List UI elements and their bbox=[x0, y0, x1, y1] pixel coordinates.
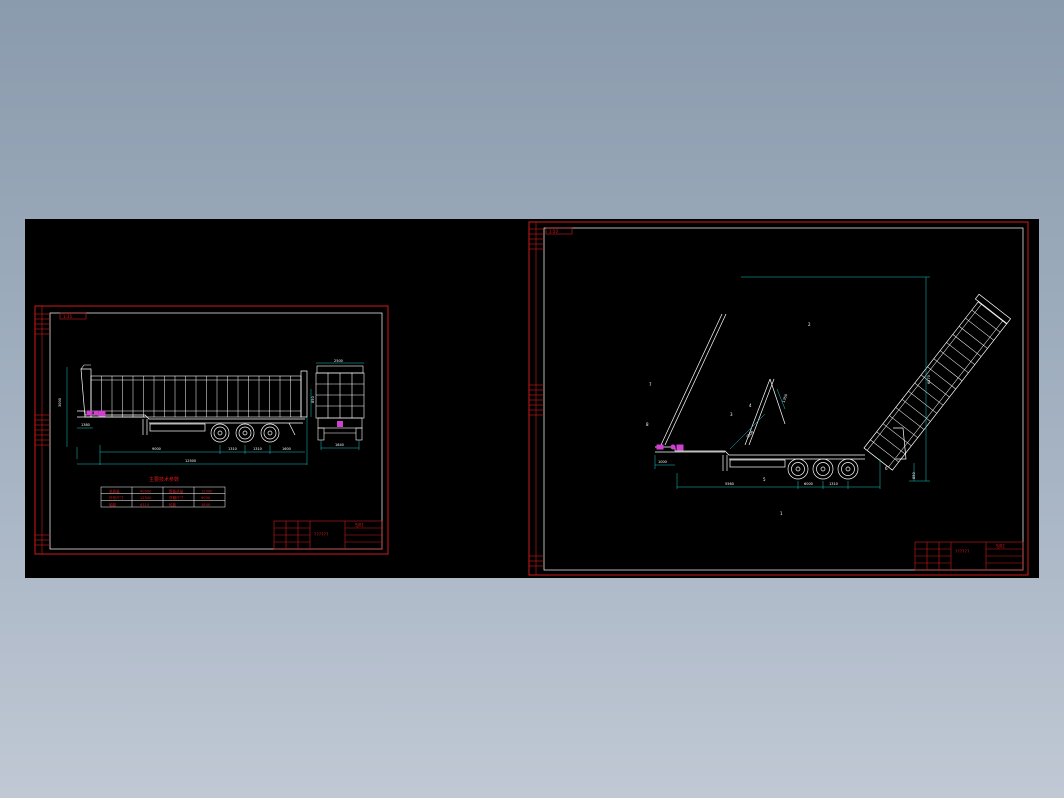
cad-model-space[interactable]: 1:35 bbox=[25, 219, 1039, 578]
table-cell: 外形尺寸 bbox=[109, 495, 124, 500]
table-cell: 整备质量 bbox=[169, 489, 184, 494]
dim-lift-height: 6570 bbox=[927, 375, 931, 384]
sheet-1-binding-strip bbox=[35, 306, 50, 554]
table-cell: 货厢尺寸 bbox=[169, 495, 184, 500]
dump-body-ribs bbox=[90, 376, 302, 417]
table-cell: 12500 bbox=[140, 496, 152, 500]
rear-door bbox=[300, 370, 308, 418]
body-rib bbox=[933, 358, 963, 382]
side-dimension-lines bbox=[66, 367, 312, 465]
dim-rear-height: 850 bbox=[311, 396, 315, 403]
body-rib bbox=[889, 415, 918, 438]
body-rib bbox=[952, 334, 982, 357]
body-rib bbox=[876, 431, 906, 455]
table-cell: 9000 bbox=[201, 496, 211, 500]
rear-hydraulic-mount bbox=[337, 421, 343, 427]
sheet-1-inner-frame bbox=[49, 312, 383, 550]
dim-rear-clearance: 850 bbox=[912, 472, 916, 479]
dim-rear-width: 2500 bbox=[334, 359, 343, 363]
body-rib bbox=[977, 301, 1007, 325]
sheet-2-outer-frame bbox=[528, 221, 1029, 576]
drawing-sheet-2[interactable]: 1:50 bbox=[528, 221, 1029, 576]
dim-overall-length: 12500 bbox=[185, 459, 196, 463]
body-rib bbox=[920, 374, 950, 398]
cad-canvas[interactable]: 1:35 bbox=[25, 219, 1039, 578]
sheet-2-binding-strip bbox=[529, 222, 544, 575]
tipping-chassis bbox=[655, 446, 865, 471]
sheet-2-title-block[interactable]: ?????? SJ02 bbox=[914, 541, 1024, 571]
dim-axle-spacing-2: 1310 bbox=[253, 447, 262, 451]
sheet-2-inner-frame bbox=[543, 227, 1024, 571]
body-rib bbox=[870, 439, 899, 463]
rear-view-body bbox=[315, 365, 365, 441]
dim-front-overhang: 1380 bbox=[81, 423, 90, 427]
callout-3: 3 bbox=[730, 412, 733, 417]
body-rib bbox=[895, 407, 925, 430]
callout-8: 8 bbox=[646, 422, 649, 427]
body-rib bbox=[927, 366, 956, 390]
table-cell: 40000 bbox=[140, 490, 152, 494]
body-rib bbox=[971, 309, 1001, 333]
dim-axle-spacing: 1310 bbox=[829, 482, 838, 486]
body-rib bbox=[882, 423, 912, 447]
lift-struts bbox=[660, 313, 786, 446]
sheet-2-drawing-name: ?????? bbox=[955, 549, 970, 555]
part-callouts: 1 2 3 4 5 6 7 8 bbox=[646, 322, 888, 516]
body-rib bbox=[914, 382, 944, 406]
callout-1: 1 bbox=[780, 511, 783, 516]
dim-ram-length: 2300 bbox=[745, 430, 754, 439]
parameter-table-title: 主要技术参数 bbox=[149, 476, 179, 483]
dim-hinge-length: 5560 bbox=[725, 482, 734, 486]
callout-2: 2 bbox=[808, 322, 811, 327]
body-rib bbox=[965, 317, 994, 341]
table-cell: 轮距 bbox=[169, 502, 177, 507]
side-elevation-trailer[interactable]: 3000 1380 9000 1310 1310 1600 12500 850 bbox=[58, 364, 315, 465]
tipping-dimension-lines bbox=[654, 276, 930, 489]
sheet-1-title-block[interactable]: ?????? SJ01 bbox=[273, 520, 383, 550]
sheet-2-drawing-code: SJ02 bbox=[996, 544, 1005, 549]
drawing-sheet-1[interactable]: 1:35 bbox=[34, 305, 389, 555]
tipping-wheels bbox=[787, 458, 859, 480]
dim-wheelbase: 9000 bbox=[152, 447, 161, 451]
tipping-view-trailer[interactable]: 6570 1000 5560 6000 1310 850 2300 1350 1… bbox=[646, 276, 1012, 516]
body-rib bbox=[901, 399, 931, 422]
chassis-frame bbox=[77, 410, 305, 436]
dim-body-height: 3000 bbox=[58, 398, 62, 407]
table-cell: 总质量 bbox=[109, 489, 120, 494]
callout-4: 4 bbox=[749, 403, 752, 408]
body-rib bbox=[946, 342, 975, 365]
sheet-1-tag: 1:35 bbox=[63, 314, 72, 319]
sheet-1-tag-box bbox=[59, 312, 87, 320]
body-rib bbox=[939, 350, 969, 373]
body-rib bbox=[863, 447, 893, 471]
rear-door-open bbox=[893, 427, 907, 460]
sheet-2-tag: 1:50 bbox=[549, 229, 558, 234]
callout-7: 7 bbox=[649, 382, 652, 387]
table-cell: 6310 bbox=[140, 503, 150, 507]
rear-dimension-lines bbox=[316, 362, 364, 450]
sheet-1-drawing-code: SJ01 bbox=[355, 523, 364, 528]
callout-5: 5 bbox=[763, 477, 766, 482]
table-cell: 1840 bbox=[201, 503, 211, 507]
rear-view-trailer[interactable]: 2500 1840 bbox=[315, 359, 365, 450]
hydraulic-cylinder bbox=[86, 410, 106, 417]
front-board bbox=[80, 368, 92, 418]
body-rib bbox=[908, 390, 937, 414]
dim-wheelbase: 6000 bbox=[804, 482, 813, 486]
callout-6: 6 bbox=[885, 466, 888, 471]
dim-rear-track: 1840 bbox=[335, 443, 344, 447]
wheels bbox=[210, 423, 280, 443]
technical-parameter-table[interactable]: 主要技术参数 总质量 40000 整备质量 12000 外形尺寸 12500 货… bbox=[100, 476, 226, 508]
dim-axle-spacing-1: 1310 bbox=[228, 447, 237, 451]
dim-rear-overhang: 1600 bbox=[282, 447, 291, 451]
table-cell: 轴距 bbox=[109, 502, 117, 507]
sheet-2-tag-box bbox=[545, 227, 573, 235]
body-rib bbox=[958, 326, 988, 349]
sheet-1-drawing-name: ?????? bbox=[314, 532, 329, 538]
dim-front-offset: 1000 bbox=[658, 460, 667, 464]
dim-stroke: 1350 bbox=[781, 393, 788, 403]
tipping-hydraulic-mount bbox=[656, 444, 684, 451]
table-cell: 12000 bbox=[201, 490, 213, 494]
tilted-dump-body bbox=[863, 293, 1012, 471]
